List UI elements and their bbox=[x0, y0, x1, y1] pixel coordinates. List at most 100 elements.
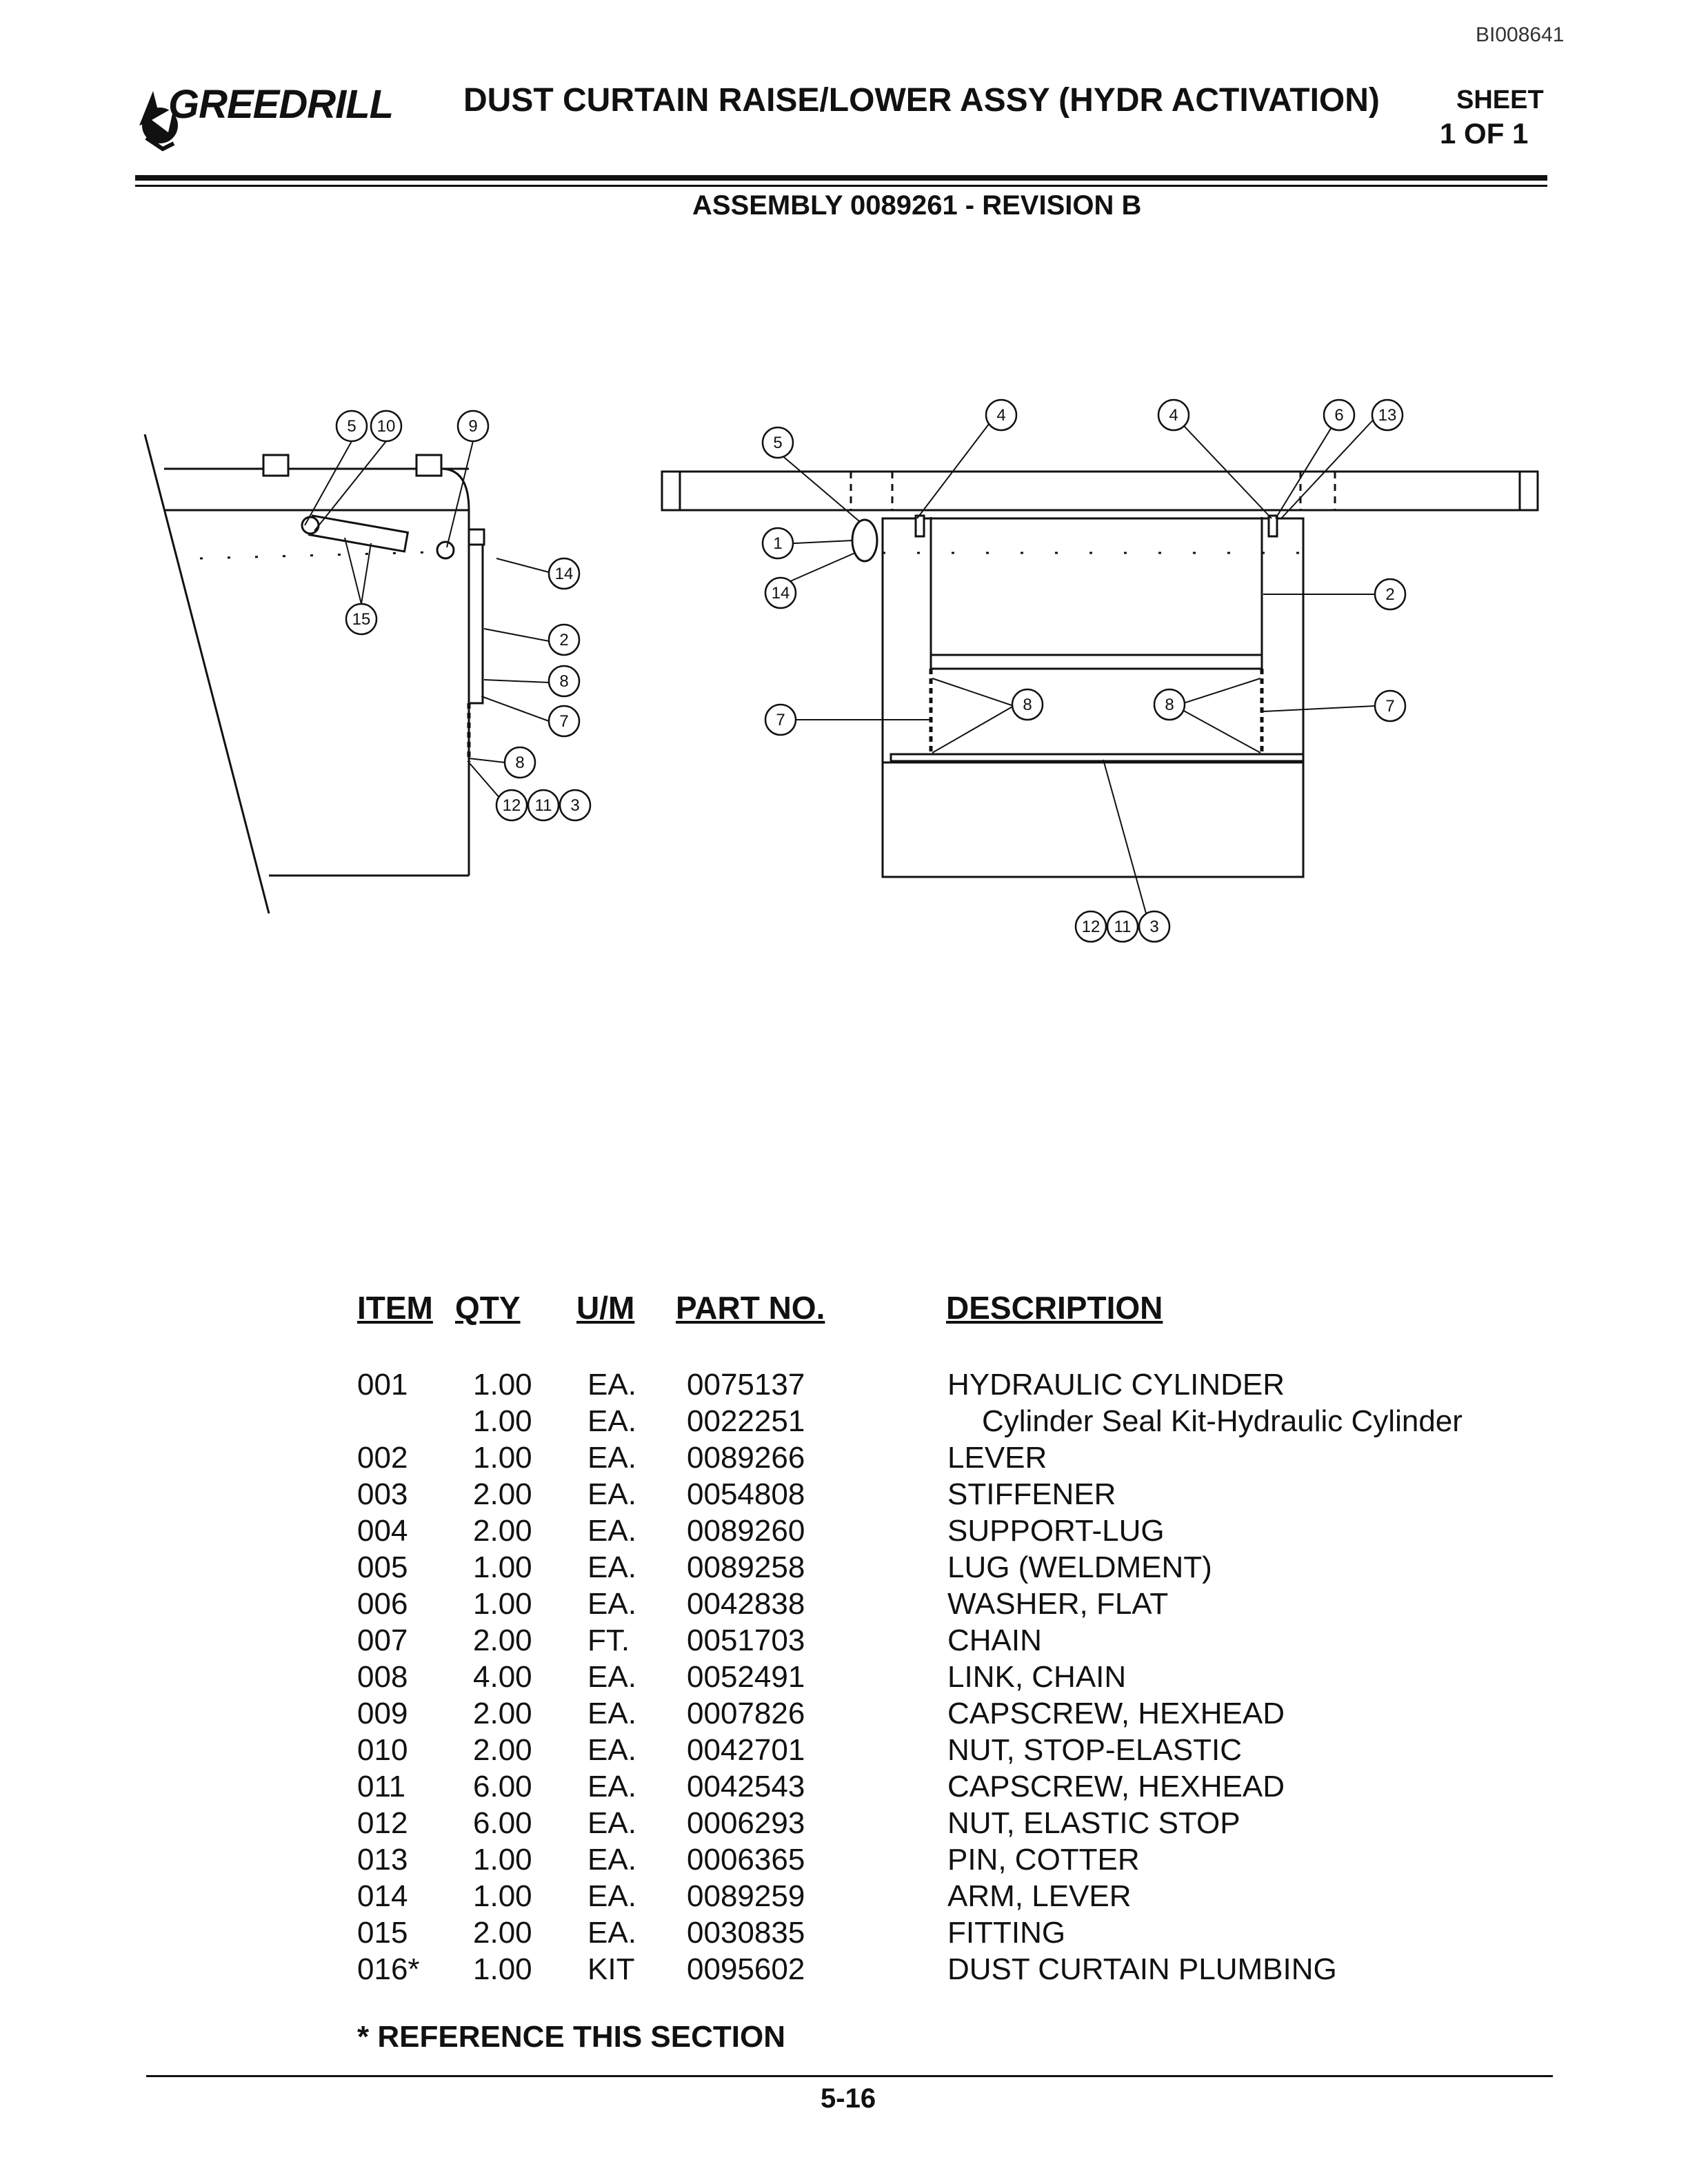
part-number: 0007826 bbox=[687, 1697, 805, 1730]
callout-10-side: 10 bbox=[370, 410, 403, 443]
item-number: 003 bbox=[357, 1477, 408, 1511]
description: NUT, STOP-ELASTIC bbox=[947, 1733, 1243, 1767]
item-number: 009 bbox=[357, 1697, 408, 1730]
column-header-item: ITEM bbox=[357, 1290, 433, 1326]
quantity: 2.00 bbox=[473, 1697, 532, 1730]
part-number: 0042838 bbox=[687, 1587, 805, 1621]
part-number: 0089258 bbox=[687, 1550, 805, 1584]
table-row: 011 6.00 EA. 0042543 CAPSCREW, HEXHEAD bbox=[357, 1770, 1529, 1806]
quantity: 1.00 bbox=[473, 1368, 532, 1402]
part-number: 0095602 bbox=[687, 1952, 805, 1986]
quantity: 1.00 bbox=[473, 1587, 532, 1621]
header-rule bbox=[135, 175, 1547, 181]
part-number: 0054808 bbox=[687, 1477, 805, 1511]
item-number: 006 bbox=[357, 1587, 408, 1621]
description: STIFFENER bbox=[947, 1477, 1116, 1511]
side-view bbox=[143, 434, 485, 914]
quantity: 2.00 bbox=[473, 1477, 532, 1511]
table-row: 009 2.00 EA. 0007826 CAPSCREW, HEXHEAD bbox=[357, 1697, 1529, 1733]
part-number: 0089260 bbox=[687, 1514, 805, 1548]
svg-text:14: 14 bbox=[555, 565, 574, 583]
callout-2-side: 2 bbox=[547, 623, 581, 656]
quantity: 1.00 bbox=[473, 1879, 532, 1913]
description: CAPSCREW, HEXHEAD bbox=[947, 1770, 1285, 1803]
svg-text:15: 15 bbox=[352, 610, 371, 629]
part-number: 0042543 bbox=[687, 1770, 805, 1803]
part-number: 0042701 bbox=[687, 1733, 805, 1767]
sheet-label: SHEET bbox=[1456, 85, 1544, 114]
callout-1-front: 1 bbox=[761, 527, 794, 560]
page-title: DUST CURTAIN RAISE/LOWER ASSY (HYDR ACTI… bbox=[463, 82, 1380, 119]
svg-text:11: 11 bbox=[535, 796, 552, 815]
table-row: 002 1.00 EA. 0089266 LEVER bbox=[357, 1441, 1529, 1477]
callout-5-side: 5 bbox=[335, 410, 368, 443]
table-row: 008 4.00 EA. 0052491 LINK, CHAIN bbox=[357, 1660, 1529, 1697]
description: NUT, ELASTIC STOP bbox=[947, 1806, 1240, 1840]
table-row: 006 1.00 EA. 0042838 WASHER, FLAT bbox=[357, 1587, 1529, 1624]
unit-of-measure: EA. bbox=[587, 1770, 636, 1803]
svg-text:4: 4 bbox=[996, 406, 1005, 425]
header-rule-thin bbox=[135, 185, 1547, 187]
parts-list: 001 1.00 EA. 0075137 HYDRAULIC CYLINDER … bbox=[357, 1368, 1529, 1989]
quantity: 1.00 bbox=[473, 1550, 532, 1584]
svg-text:7: 7 bbox=[776, 711, 785, 729]
callout-11-side: 11 bbox=[527, 789, 560, 822]
item-number: 016* bbox=[357, 1952, 420, 1986]
part-number: 0089266 bbox=[687, 1441, 805, 1475]
callout-4-front-right: 4 bbox=[1157, 398, 1190, 432]
part-number: 0006365 bbox=[687, 1843, 805, 1877]
brand-logo-icon bbox=[139, 91, 178, 152]
quantity: 1.00 bbox=[473, 1404, 532, 1438]
svg-text:3: 3 bbox=[1149, 918, 1158, 936]
item-number: 015 bbox=[357, 1916, 408, 1950]
svg-text:10: 10 bbox=[377, 417, 396, 436]
callout-12-side: 12 bbox=[495, 789, 528, 822]
callout-14-front: 14 bbox=[764, 576, 797, 609]
description: CHAIN bbox=[947, 1624, 1042, 1657]
sheet-number: 1 OF 1 bbox=[1440, 117, 1529, 150]
part-number: 0022251 bbox=[687, 1404, 805, 1438]
footnote: * REFERENCE THIS SECTION bbox=[357, 2020, 785, 2054]
svg-text:8: 8 bbox=[1165, 696, 1174, 714]
svg-text:2: 2 bbox=[1385, 585, 1394, 604]
part-number: 0051703 bbox=[687, 1624, 805, 1657]
unit-of-measure: EA. bbox=[587, 1441, 636, 1475]
callout-5-front: 5 bbox=[761, 426, 794, 459]
assembly-drawing: 5 10 9 15 14 2 8 7 8 12 11 3 5 4 4 6 13 … bbox=[143, 398, 1539, 943]
unit-of-measure: EA. bbox=[587, 1843, 636, 1877]
description: DUST CURTAIN PLUMBING bbox=[947, 1952, 1337, 1986]
unit-of-measure: EA. bbox=[587, 1733, 636, 1767]
description: FITTING bbox=[947, 1916, 1066, 1950]
unit-of-measure: FT. bbox=[587, 1624, 630, 1657]
item-number: 004 bbox=[357, 1514, 408, 1548]
description: CAPSCREW, HEXHEAD bbox=[947, 1697, 1285, 1730]
quantity: 2.00 bbox=[473, 1916, 532, 1950]
item-number: 013 bbox=[357, 1843, 408, 1877]
unit-of-measure: EA. bbox=[587, 1916, 636, 1950]
svg-text:5: 5 bbox=[347, 417, 356, 436]
quantity: 1.00 bbox=[473, 1843, 532, 1877]
callout-8-side-lower: 8 bbox=[503, 746, 536, 779]
table-row: 016* 1.00 KIT 0095602 DUST CURTAIN PLUMB… bbox=[357, 1952, 1529, 1989]
callout-6-front: 6 bbox=[1323, 398, 1356, 432]
svg-text:8: 8 bbox=[515, 754, 524, 772]
column-header-part-no: PART NO. bbox=[676, 1290, 825, 1326]
unit-of-measure: KIT bbox=[587, 1952, 635, 1986]
callout-13-front: 13 bbox=[1371, 398, 1404, 432]
part-number: 0075137 bbox=[687, 1368, 805, 1402]
item-number: 007 bbox=[357, 1624, 408, 1657]
document-id: BI008641 bbox=[1476, 23, 1565, 46]
part-number: 0030835 bbox=[687, 1916, 805, 1950]
item-number: 002 bbox=[357, 1441, 408, 1475]
item-number: 001 bbox=[357, 1368, 408, 1402]
callout-7-front-left: 7 bbox=[764, 703, 797, 736]
callout-8-front-left: 8 bbox=[1011, 688, 1044, 721]
callout-8-side: 8 bbox=[547, 665, 581, 698]
svg-text:6: 6 bbox=[1334, 406, 1343, 425]
svg-text:8: 8 bbox=[559, 672, 568, 691]
svg-text:12: 12 bbox=[1082, 918, 1101, 936]
quantity: 1.00 bbox=[473, 1441, 532, 1475]
item-number: 012 bbox=[357, 1806, 408, 1840]
description: LINK, CHAIN bbox=[947, 1660, 1127, 1694]
item-number: 011 bbox=[357, 1770, 406, 1803]
